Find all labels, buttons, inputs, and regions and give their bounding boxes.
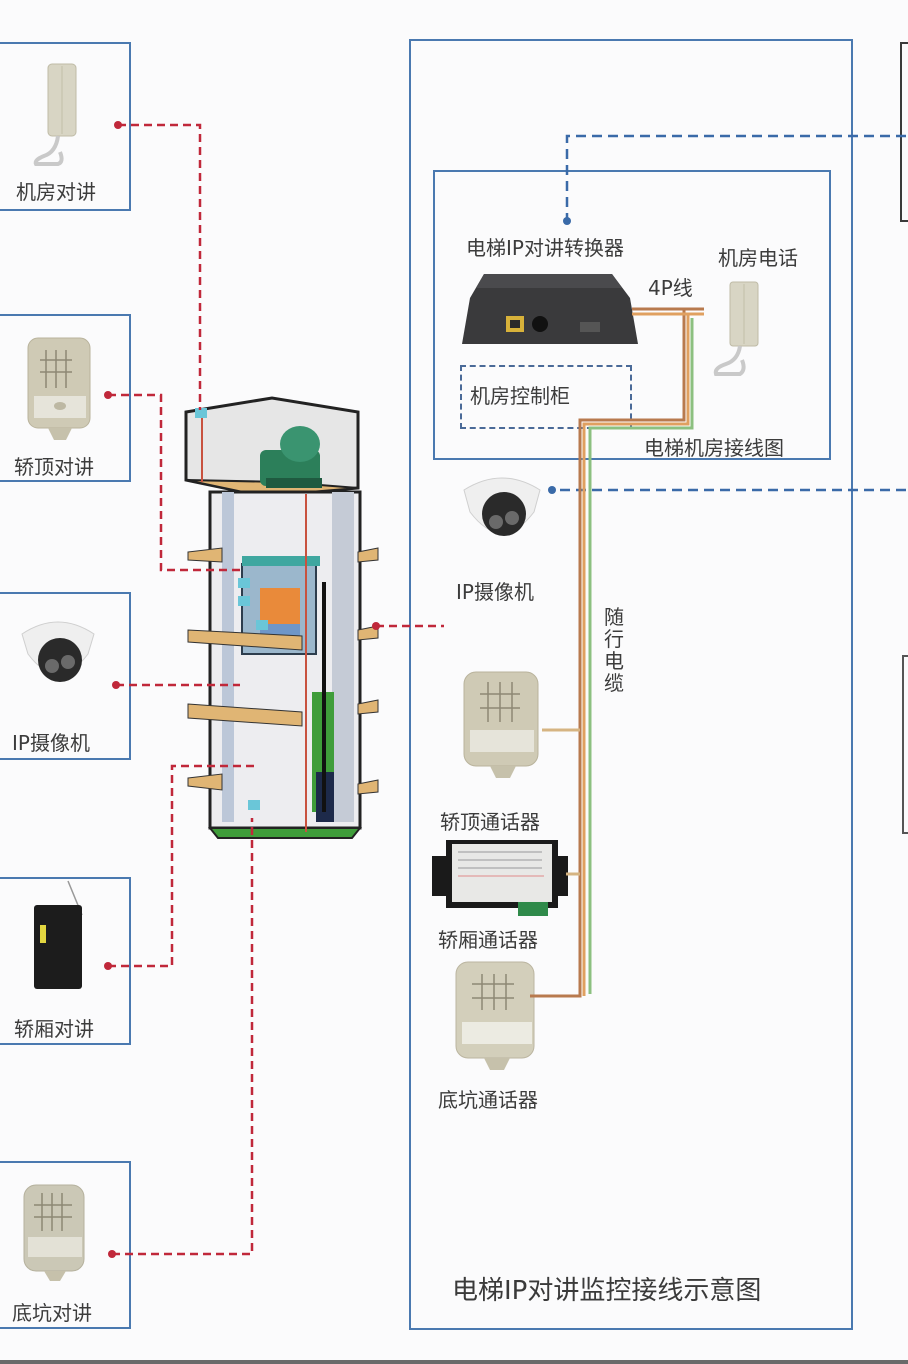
diagram-title: 电梯IP对讲监控接线示意图: [452, 1276, 762, 1306]
shaft-camera-label: IP摄像机: [456, 580, 534, 604]
car-intercom-module-icon: [32, 879, 92, 1003]
blue-link-dot: [563, 217, 571, 225]
machine-room-frame: [433, 170, 831, 460]
red-link-dot: [114, 121, 122, 129]
wiring-diagram-frame: [409, 39, 853, 1330]
car-intercom-label: 轿厢对讲: [14, 1017, 94, 1041]
car-talker-module-icon: [432, 836, 568, 924]
blue-link-converter: [565, 134, 906, 220]
car-top-intercom-box: 轿顶对讲: [0, 314, 131, 482]
bottom-border: [0, 1360, 908, 1364]
red-link-car-top: [108, 393, 240, 572]
red-link-dot: [104, 962, 112, 970]
machine-room-caption: 电梯机房接线图: [644, 436, 784, 460]
four-pair-wire-label: 4P线: [648, 276, 693, 300]
offscreen-frame-top: [900, 42, 908, 222]
car-top-talker-label: 轿顶通话器: [440, 810, 540, 834]
blue-link-dot: [548, 486, 556, 494]
elevator-shaft-illustration: [182, 392, 382, 846]
red-link-machine-room: [118, 123, 202, 410]
red-link-dot: [112, 681, 120, 689]
converter-label: 电梯IP对讲转换器: [466, 236, 624, 260]
machine-room-phone-label: 机房电话: [718, 246, 798, 270]
dome-camera-icon: [18, 614, 98, 698]
car-top-intercom-label: 轿顶对讲: [14, 455, 94, 479]
travel-cable-brown: [530, 307, 704, 998]
machine-room-intercom-box: 机房对讲: [0, 42, 131, 211]
travel-cable-orange: [582, 312, 704, 996]
machine-room-intercom-label: 机房对讲: [16, 180, 96, 204]
red-link-pit: [112, 818, 254, 1256]
ip-intercom-converter-icon: [462, 268, 638, 356]
control-cabinet-label: 机房控制柜: [470, 384, 570, 408]
offscreen-frame-bottom: [902, 655, 908, 834]
red-link-car: [108, 764, 254, 968]
red-link-dot: [372, 622, 380, 630]
pit-intercom-label: 底坑对讲: [12, 1301, 92, 1325]
car-top-talker-icon: [462, 668, 542, 786]
car-talker-label: 轿厢通话器: [438, 928, 538, 952]
intercom-panel-icon: [22, 1183, 90, 1287]
red-link-dot: [104, 391, 112, 399]
handset-phone-icon: [28, 62, 78, 176]
red-link-dot: [108, 1250, 116, 1258]
ip-camera-label: IP摄像机: [12, 731, 90, 755]
dome-camera-icon: [460, 470, 544, 554]
car-intercom-box: 轿厢对讲: [0, 877, 131, 1045]
machine-room-phone-icon: [704, 280, 764, 384]
ip-camera-box: IP摄像机: [0, 592, 131, 760]
pit-talker-label: 底坑通话器: [438, 1088, 538, 1112]
travel-cable-label: 随行电缆: [604, 605, 624, 695]
travel-cable-green: [588, 318, 694, 994]
pit-intercom-box: 底坑对讲: [0, 1161, 131, 1329]
intercom-panel-icon: [26, 336, 94, 450]
traction-motor: [260, 426, 322, 488]
pit-talker-icon: [454, 960, 538, 1076]
control-cabinet-box: [460, 365, 632, 429]
